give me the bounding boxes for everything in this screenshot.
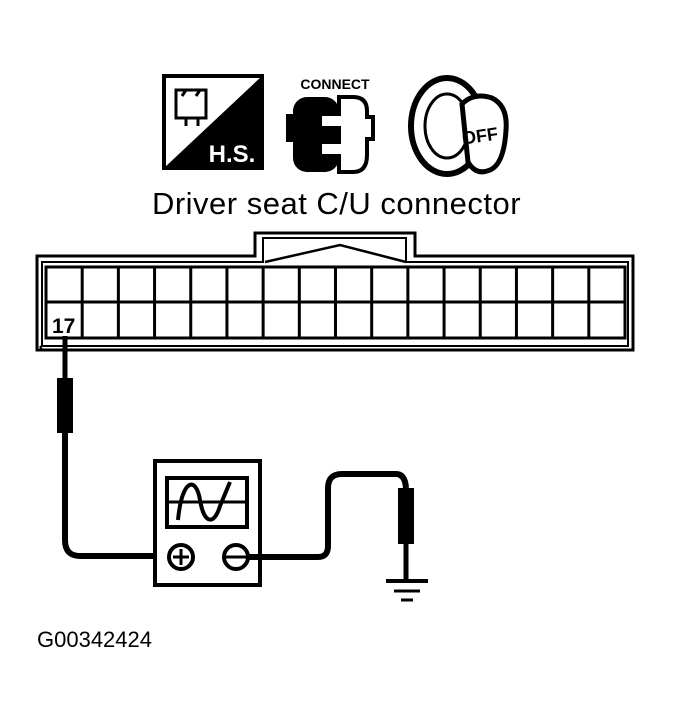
svg-text:H.S.: H.S. <box>209 141 256 168</box>
negative-terminal-icon <box>222 543 250 571</box>
hs-icon: H.S. <box>162 74 264 170</box>
ignition-off-icon: OFF <box>408 75 509 177</box>
positive-terminal-icon <box>167 543 195 571</box>
svg-text:CONNECT: CONNECT <box>300 76 370 92</box>
connector <box>35 231 635 352</box>
terminal-17-label: 17 <box>52 315 75 338</box>
connector-title: Driver seat C/U connector <box>151 186 522 221</box>
ground-icon <box>386 579 428 602</box>
connect-icon: CONNECT <box>286 76 375 174</box>
figure-id: G00342424 <box>37 627 152 652</box>
negative-probe-lead <box>248 471 414 580</box>
positive-probe-lead <box>57 336 160 559</box>
svg-text:OFF: OFF <box>461 124 499 149</box>
oscilloscope <box>153 459 262 587</box>
